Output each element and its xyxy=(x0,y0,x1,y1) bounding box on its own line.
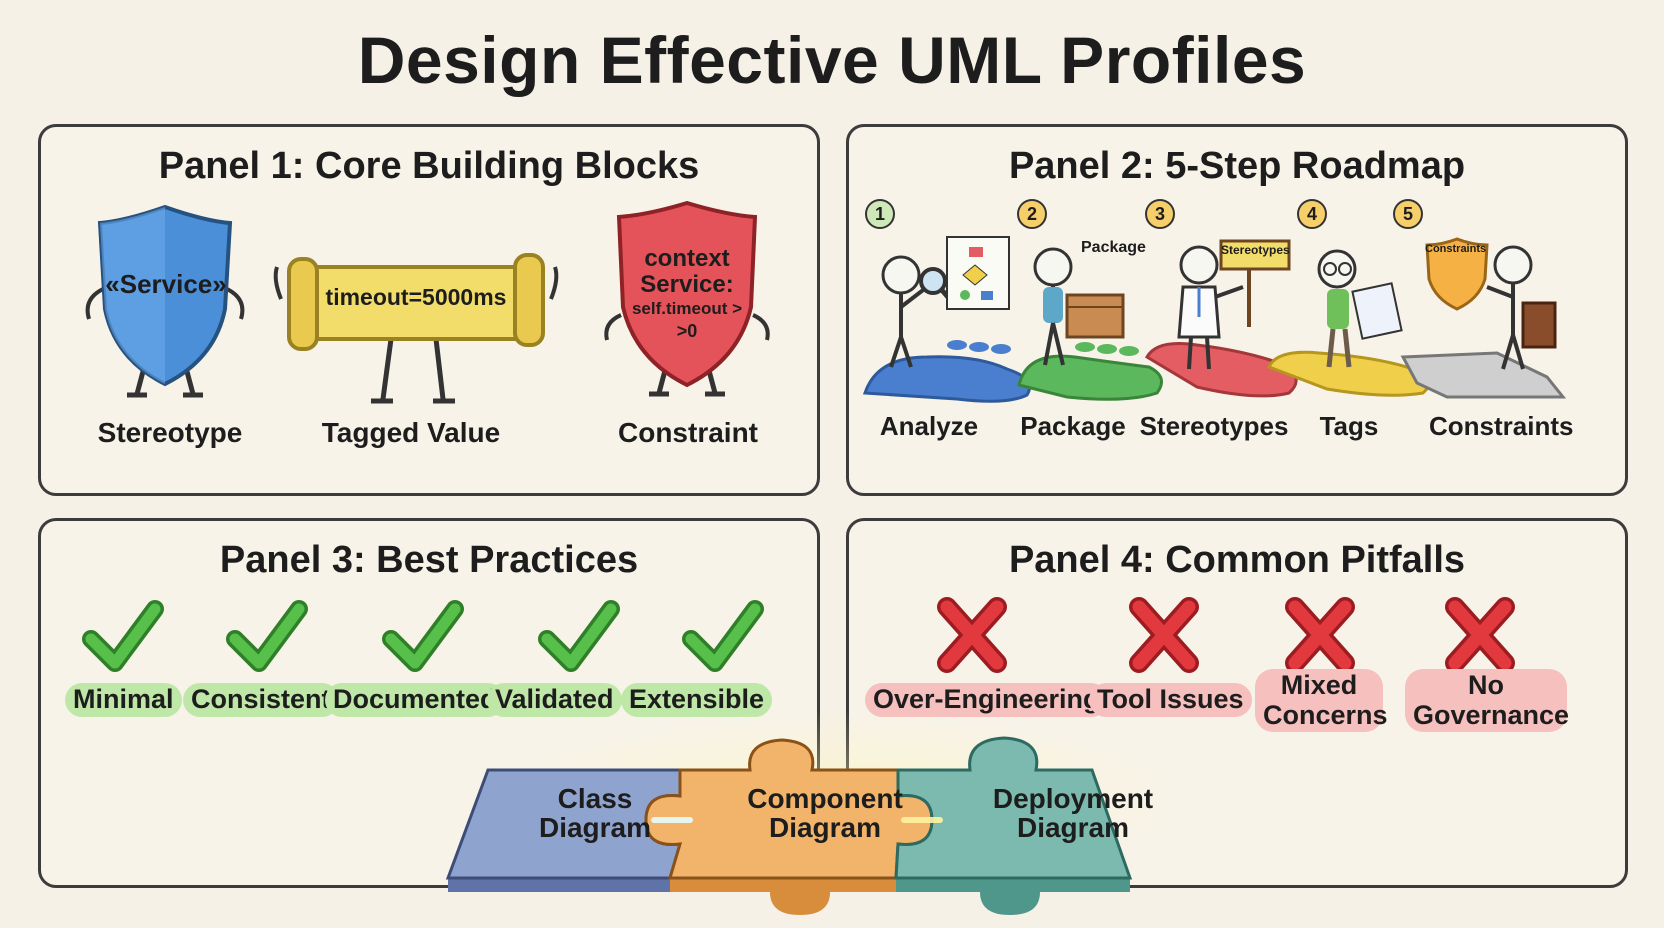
panel-2-title: Panel 2: 5-Step Roadmap xyxy=(1008,145,1466,187)
diagram-puzzle-illustration xyxy=(445,710,1200,915)
pitfall-tool-issues: Tool Issues xyxy=(1089,683,1252,717)
panel-common-pitfalls: Panel 4: Common Pitfalls Over-Engineerin… xyxy=(846,518,1628,888)
component-diagram-line-2: Diagram xyxy=(768,812,882,844)
panel-5-step-roadmap: Panel 2: 5-Step Roadmap 1 2 3 4 5 xyxy=(846,124,1628,496)
panel-core-building-blocks: Panel 1: Core Building Blocks «Service» … xyxy=(38,124,820,496)
pitfall-mixed-line-2: Concerns xyxy=(1263,699,1388,730)
step-analyze-label: Analyze xyxy=(879,411,979,441)
deployment-diagram-line-2: Diagram xyxy=(1016,812,1130,844)
step-3-number: 3 xyxy=(1145,199,1175,229)
component-diagram-line-1: Component xyxy=(747,783,903,814)
best-practices-check-icons xyxy=(82,600,764,672)
constraint-line-3: self.timeout > xyxy=(631,299,743,318)
step-5-number: 5 xyxy=(1393,199,1423,229)
pitfall-mixed-concerns: Mixed Concerns xyxy=(1255,669,1388,733)
panel-4-title: Panel 4: Common Pitfalls xyxy=(1008,539,1466,581)
pitfalls-cross-icons xyxy=(937,597,1515,673)
constraint-line-4: >0 xyxy=(676,321,698,341)
tagged-value-scroll-icon xyxy=(273,253,559,404)
constraint-line-1: context xyxy=(644,245,730,272)
practice-extensible: Extensible xyxy=(621,683,773,717)
step-tags-label: Tags xyxy=(1319,411,1379,441)
constraint-label: Constraint xyxy=(618,417,758,448)
stereotype-text: «Service» xyxy=(105,269,227,299)
tagged-value-label: Tagged Value xyxy=(321,417,501,448)
step-2-number: 2 xyxy=(1017,199,1047,229)
step-4-number: 4 xyxy=(1297,199,1327,229)
pitfall-mixed-line-1: Mixed xyxy=(1280,670,1358,700)
deployment-diagram-piece: Deployment Diagram xyxy=(988,784,1158,843)
class-diagram-line-2: Diagram xyxy=(538,812,652,844)
practice-documented: Documented xyxy=(325,683,505,717)
stereotypes-sign-text: Stereotypes xyxy=(1221,243,1290,257)
package-prop-text: Package xyxy=(1081,239,1146,256)
pitfall-no-governance-line-1: No xyxy=(1468,670,1504,700)
roadmap-path-illustration xyxy=(862,236,1567,403)
class-diagram-line-1: Class xyxy=(557,783,633,814)
constraint-line-2: Service: xyxy=(640,271,734,298)
stereotype-shield-icon xyxy=(85,204,245,398)
step-1-number: 1 xyxy=(865,199,895,229)
panel-3-title: Panel 3: Best Practices xyxy=(219,539,639,581)
deployment-diagram-line-1: Deployment xyxy=(992,783,1154,814)
class-diagram-piece: Class Diagram xyxy=(530,784,660,843)
panel-1-title: Panel 1: Core Building Blocks xyxy=(158,145,700,187)
constraint-shield-icon xyxy=(604,200,770,397)
practice-validated: Validated xyxy=(487,683,622,717)
pitfall-over-engineering: Over-Engineering xyxy=(865,683,1108,717)
stereotype-label: Stereotype xyxy=(97,417,243,448)
practice-consistent: Consistent xyxy=(183,683,339,717)
pitfall-no-governance: No Governance xyxy=(1405,669,1570,733)
tagged-value-text: timeout=5000ms xyxy=(325,284,507,310)
page-title: Design Effective UML Profiles xyxy=(357,23,1307,97)
step-constraints-label: Constraints xyxy=(1429,411,1574,441)
step-package-label: Package xyxy=(1020,411,1126,441)
component-diagram-piece: Component Diagram xyxy=(740,784,910,843)
step-stereotypes-label: Stereotypes xyxy=(1139,411,1289,441)
pitfall-no-governance-line-2: Governance xyxy=(1413,699,1570,730)
constraints-shield-text: Constraints xyxy=(1425,243,1487,255)
practice-minimal: Minimal xyxy=(65,683,182,717)
